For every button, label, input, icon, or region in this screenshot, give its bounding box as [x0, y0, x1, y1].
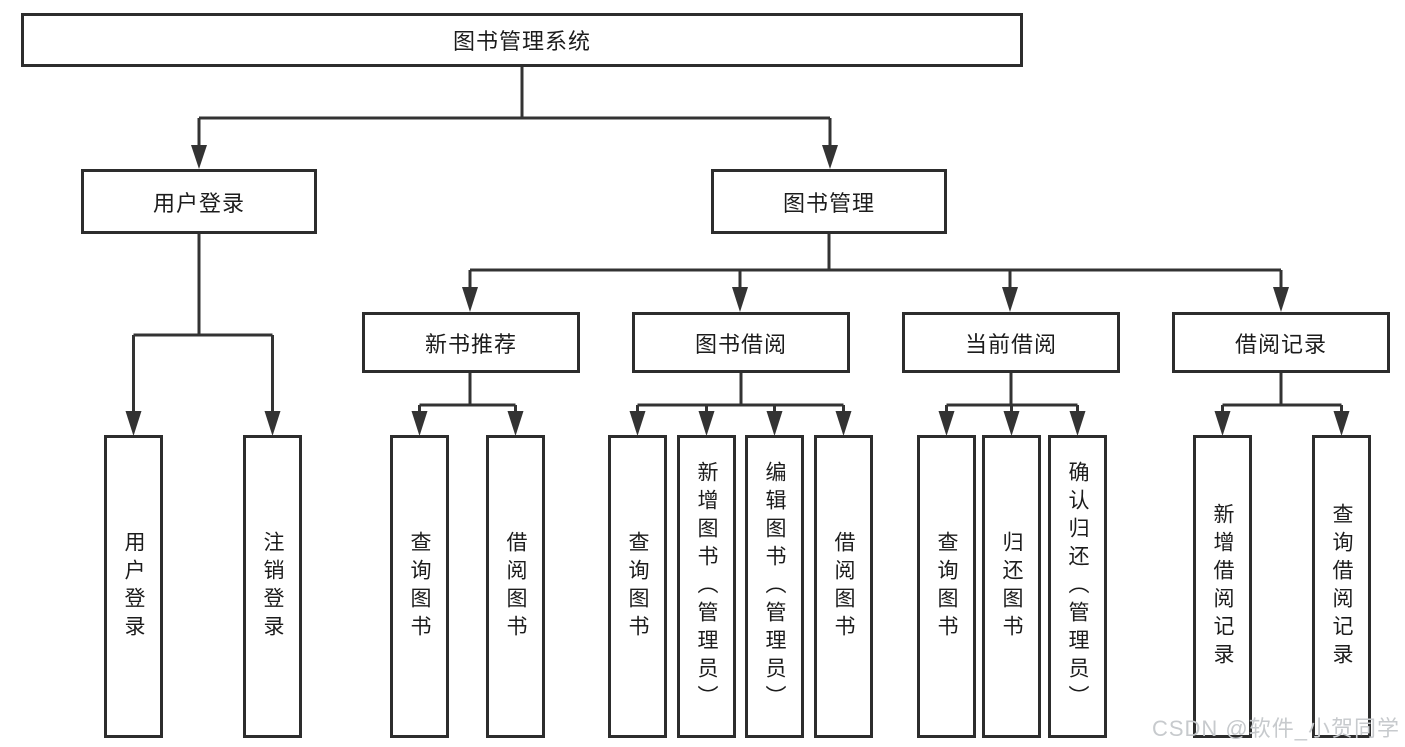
node-label: 图书管理系统 [452, 29, 591, 54]
leaf-label: 查询图书 [935, 530, 958, 643]
leaf-label: 注销登录 [261, 530, 284, 643]
leaf-label: 编辑图书（管理员） [763, 460, 786, 713]
leaf-return-books: 归还图书 [982, 435, 1041, 738]
leaf-query-books-current: 查询图书 [917, 435, 976, 738]
leaf-label: 确认归还（管理员） [1066, 460, 1089, 713]
leaf-label: 查询借阅记录 [1330, 502, 1353, 671]
leaf-add-books-admin: 新增图书（管理员） [677, 435, 736, 738]
node-user-login: 用户登录 [81, 169, 317, 234]
leaf-query-books-borrow: 查询图书 [608, 435, 667, 738]
leaf-label: 归还图书 [1000, 530, 1023, 643]
leaf-user-login: 用户登录 [104, 435, 163, 738]
leaf-confirm-return-admin: 确认归还（管理员） [1048, 435, 1107, 738]
watermark: CSDN @软件_小贺同学 [1151, 716, 1400, 741]
leaf-logout: 注销登录 [243, 435, 302, 738]
node-book-management: 图书管理 [711, 169, 947, 234]
node-label: 当前借阅 [964, 331, 1057, 357]
node-label: 借阅记录 [1234, 331, 1327, 357]
leaf-label: 查询图书 [626, 530, 649, 643]
node-book-borrow: 图书借阅 [632, 312, 850, 373]
leaf-label: 借阅图书 [832, 530, 855, 643]
leaf-edit-books-admin: 编辑图书（管理员） [745, 435, 804, 738]
node-label: 新书推荐 [424, 331, 517, 357]
leaf-label: 新增借阅记录 [1211, 502, 1234, 671]
leaf-borrow-books-recommend: 借阅图书 [486, 435, 545, 738]
node-current-borrow: 当前借阅 [902, 312, 1120, 373]
node-root-library-system: 图书管理系统 [21, 13, 1023, 67]
tree-edges [132, 67, 1343, 414]
leaf-label: 查询图书 [408, 530, 431, 643]
leaf-borrow-books: 借阅图书 [814, 435, 873, 738]
arrowheads [125, 145, 1350, 436]
node-new-book-recommend: 新书推荐 [362, 312, 580, 373]
leaf-query-borrow-record: 查询借阅记录 [1312, 435, 1371, 738]
node-label: 用户登录 [152, 190, 245, 216]
leaf-label: 新增图书（管理员） [695, 460, 718, 713]
node-label: 图书借阅 [694, 331, 787, 357]
leaf-label: 借阅图书 [504, 530, 527, 643]
leaf-add-borrow-record: 新增借阅记录 [1193, 435, 1252, 738]
leaf-label: 用户登录 [122, 530, 145, 643]
node-borrow-records: 借阅记录 [1172, 312, 1390, 373]
leaf-query-books-recommend: 查询图书 [390, 435, 449, 738]
node-label: 图书管理 [782, 190, 875, 216]
